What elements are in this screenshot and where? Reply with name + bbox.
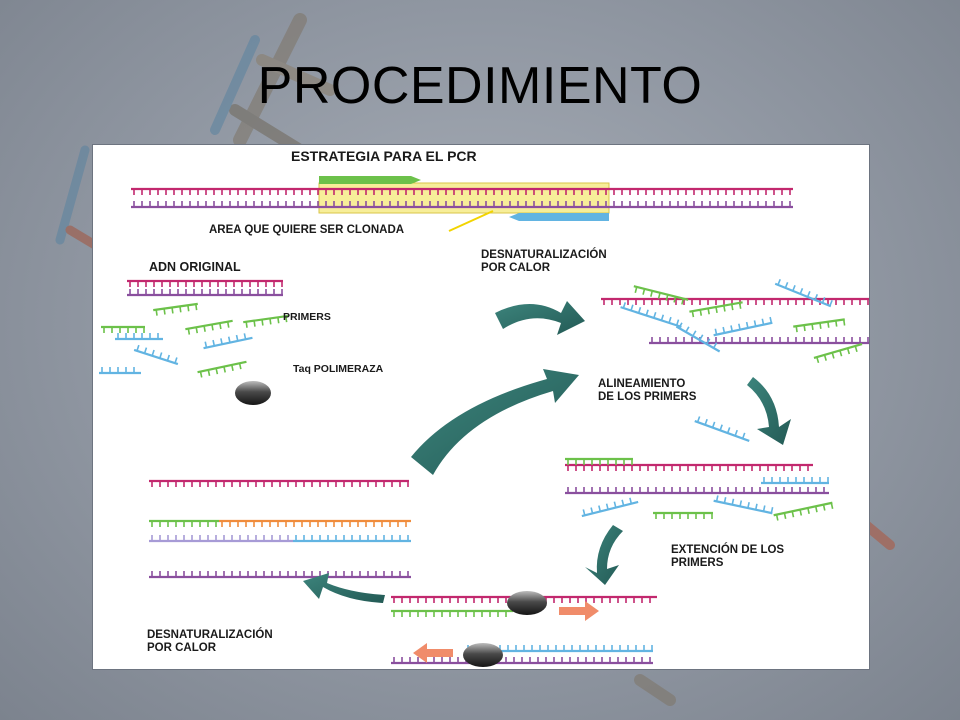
primer-anneal-loose-5	[773, 501, 834, 521]
denaturation-top-label: DESNATURALIZACIÓN POR CALOR	[481, 249, 607, 274]
slide-title: PROCEDIMIENTO	[257, 57, 703, 115]
target-pointer-line	[448, 210, 494, 232]
primer-denat-6	[793, 318, 846, 333]
diagram-heading: ESTRATEGIA PARA EL PCR	[291, 148, 477, 164]
primer-denat-1	[633, 285, 689, 305]
polymerase-extending-bottom-icon	[463, 643, 503, 667]
primer-denat-3	[774, 279, 833, 308]
arrow-return-icon	[303, 573, 385, 603]
primer-anneal-1	[565, 457, 633, 465]
product-strand-1	[149, 479, 409, 487]
primer-loose-3	[185, 319, 233, 335]
primer-loose-9	[99, 367, 141, 375]
product-primer-blue	[293, 535, 411, 543]
primer-anneal-loose-1	[694, 416, 750, 442]
primer-loose-7	[133, 344, 179, 366]
forward-primer-marker	[319, 176, 421, 184]
strand-heading-top	[131, 187, 793, 195]
strand-extend-bottom	[391, 657, 653, 665]
annealing-label: ALINEAMIENTO DE LOS PRIMERS	[598, 378, 697, 403]
primer-anneal-loose-3	[653, 511, 713, 519]
primer-anneal-loose-4	[713, 495, 774, 515]
new-strand-extend-top	[391, 609, 513, 617]
primer-loose-5	[115, 333, 163, 341]
target-area-label: AREA QUE QUIERE SER CLONADA	[209, 224, 405, 236]
primer-loose-6	[203, 333, 253, 350]
primer-denat-5	[713, 316, 773, 337]
primer-anneal-loose-2	[581, 497, 639, 518]
strand-original-top	[127, 279, 283, 287]
reverse-primer-marker	[509, 213, 609, 221]
polymerase-extending-top-icon	[507, 591, 547, 615]
strand-heading-bottom	[131, 201, 793, 209]
dna-strands	[99, 187, 869, 665]
product-primer-green	[149, 519, 219, 527]
extension-arrow-right	[559, 601, 599, 621]
primer-denat-2	[689, 301, 743, 318]
primer-denat-8	[813, 343, 863, 364]
arrow-annealing-icon	[747, 377, 791, 445]
pcr-diagram-panel: ESTRATEGIA PARA EL PCR AREA QUE QUIERE S…	[92, 144, 870, 670]
arrow-denaturation-icon	[495, 301, 585, 335]
arrow-extension-icon	[585, 525, 623, 585]
taq-polymerase-icon	[235, 381, 271, 405]
strand-original-bottom	[127, 289, 283, 297]
primer-loose-8	[197, 360, 247, 378]
strand-denatured-bottom	[649, 337, 869, 345]
primer-denat-7	[675, 322, 721, 353]
primer-loose-1	[153, 302, 198, 316]
strand-anneal-bottom	[565, 487, 829, 495]
arrow-cycle-icon	[411, 369, 579, 475]
primer-loose-2	[101, 325, 145, 333]
primer-loose-4	[243, 314, 289, 328]
product-strand-orange	[219, 519, 411, 527]
target-region-highlight	[318, 182, 610, 214]
primer-denat-4	[620, 302, 682, 328]
extension-arrow-left	[413, 643, 453, 663]
primer-anneal-2	[761, 477, 829, 485]
strand-anneal-top	[565, 463, 813, 471]
extension-label: EXTENCIÓN DE LOS PRIMERS	[671, 544, 785, 569]
pcr-diagram-art	[99, 176, 869, 667]
product-strand-lavender	[149, 535, 293, 543]
polymerase-label: Taq POLIMERAZA	[293, 363, 384, 375]
primers-label: PRIMERS	[283, 311, 331, 323]
product-strand-2	[149, 571, 411, 579]
original-dna-label: ADN ORIGINAL	[149, 260, 241, 274]
denaturation-bottom-label: DESNATURALIZACIÓN POR CALOR	[147, 629, 273, 654]
